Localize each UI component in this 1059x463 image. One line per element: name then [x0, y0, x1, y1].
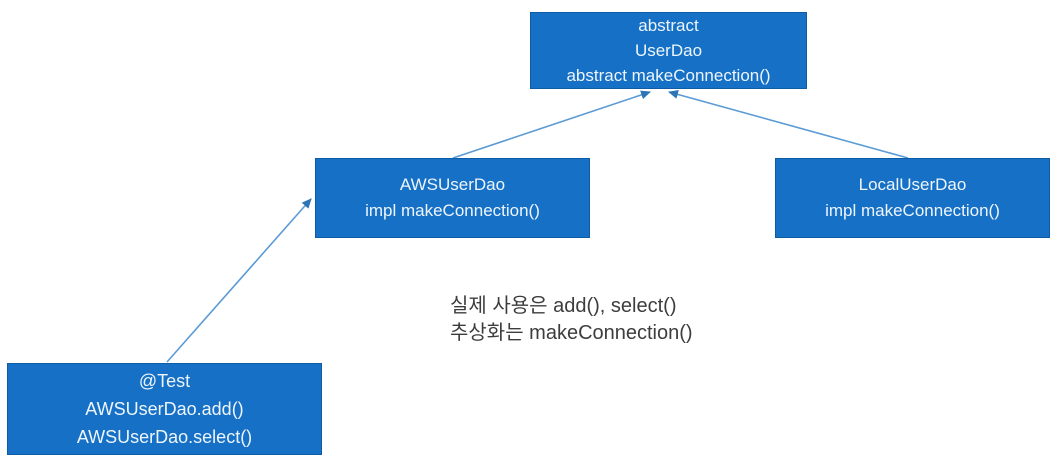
- node-test-line-1: @Test: [138, 371, 191, 391]
- node-localuserdao: LocalUserDao impl makeConnection(): [775, 158, 1050, 238]
- node-localuserdao-line-2: impl makeConnection(): [825, 201, 1000, 220]
- node-localuserdao-line-1: LocalUserDao: [858, 175, 967, 194]
- node-test-line-2: AWSUserDao.add(): [85, 399, 244, 419]
- node-test: @Test AWSUserDao.add() AWSUserDao.select…: [7, 363, 322, 455]
- arrow-local-to-userdao: [668, 90, 909, 159]
- node-awsuserdao: AWSUserDao impl makeConnection(): [315, 158, 590, 238]
- arrow-aws-to-userdao: [452, 90, 651, 159]
- annotation-note-line-2: 추상화는 makeConnection(): [450, 322, 693, 344]
- annotation-note: 실제 사용은 add(), select() 추상화는 makeConnecti…: [450, 293, 693, 347]
- node-userdao-line-3: abstract makeConnection(): [566, 66, 771, 85]
- annotation-note-line-1: 실제 사용은 add(), select(): [450, 295, 677, 317]
- node-test-line-3: AWSUserDao.select(): [76, 427, 253, 447]
- node-awsuserdao-line-1: AWSUserDao: [399, 175, 506, 194]
- node-awsuserdao-line-2: impl makeConnection(): [365, 201, 540, 220]
- node-userdao-line-1: abstract: [638, 16, 699, 35]
- node-userdao-abstract: abstract UserDao abstract makeConnection…: [530, 12, 807, 89]
- node-userdao-line-2: UserDao: [634, 41, 703, 60]
- arrow-test-to-aws: [166, 198, 312, 363]
